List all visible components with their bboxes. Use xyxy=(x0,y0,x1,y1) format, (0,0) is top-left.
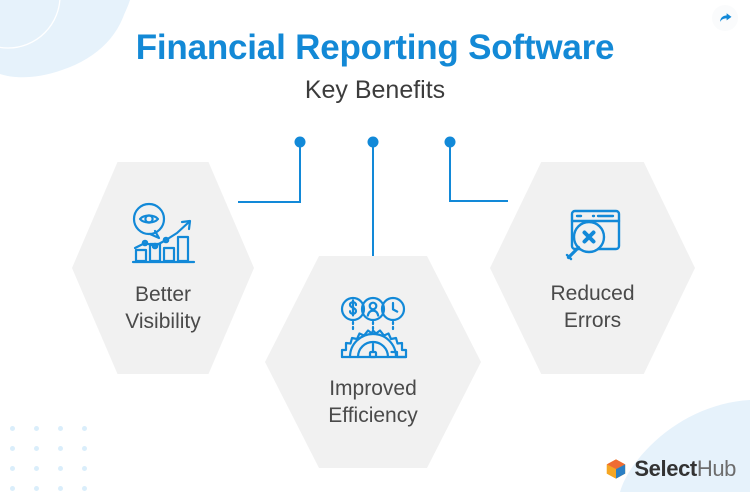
connector-left xyxy=(238,143,301,203)
benefit-label: Reduced Errors xyxy=(550,281,635,332)
selecthub-wordmark: SelectHub xyxy=(634,458,736,480)
share-button[interactable] xyxy=(712,5,738,31)
connector-right xyxy=(449,143,508,202)
benefit-label: Better Visibility xyxy=(125,282,201,333)
header: Financial Reporting Software Key Benefit… xyxy=(0,26,750,107)
connector-dot-left xyxy=(294,136,306,148)
logo-brand-bold: Select xyxy=(634,456,697,481)
selecthub-cube-icon xyxy=(607,459,626,479)
logo-brand-light: Hub xyxy=(696,456,737,481)
benefit-label: Improved Efficiency xyxy=(328,376,418,427)
benefit-hexagon-improved-efficiency[interactable]: Improved Efficiency xyxy=(265,256,481,468)
gauge-gear-metrics-icon xyxy=(337,296,409,367)
eye-chart-growth-icon xyxy=(128,202,198,273)
connector-dot-middle xyxy=(367,136,379,148)
page-title: Financial Reporting Software xyxy=(135,28,615,67)
browser-magnifier-error-icon xyxy=(561,203,625,272)
connector-dot-right xyxy=(444,136,456,148)
page-subtitle: Key Benefits xyxy=(304,76,446,104)
benefit-hexagon-reduced-errors[interactable]: Reduced Errors xyxy=(490,162,695,374)
share-icon xyxy=(719,12,731,22)
selecthub-logo[interactable]: SelectHub xyxy=(605,458,736,480)
